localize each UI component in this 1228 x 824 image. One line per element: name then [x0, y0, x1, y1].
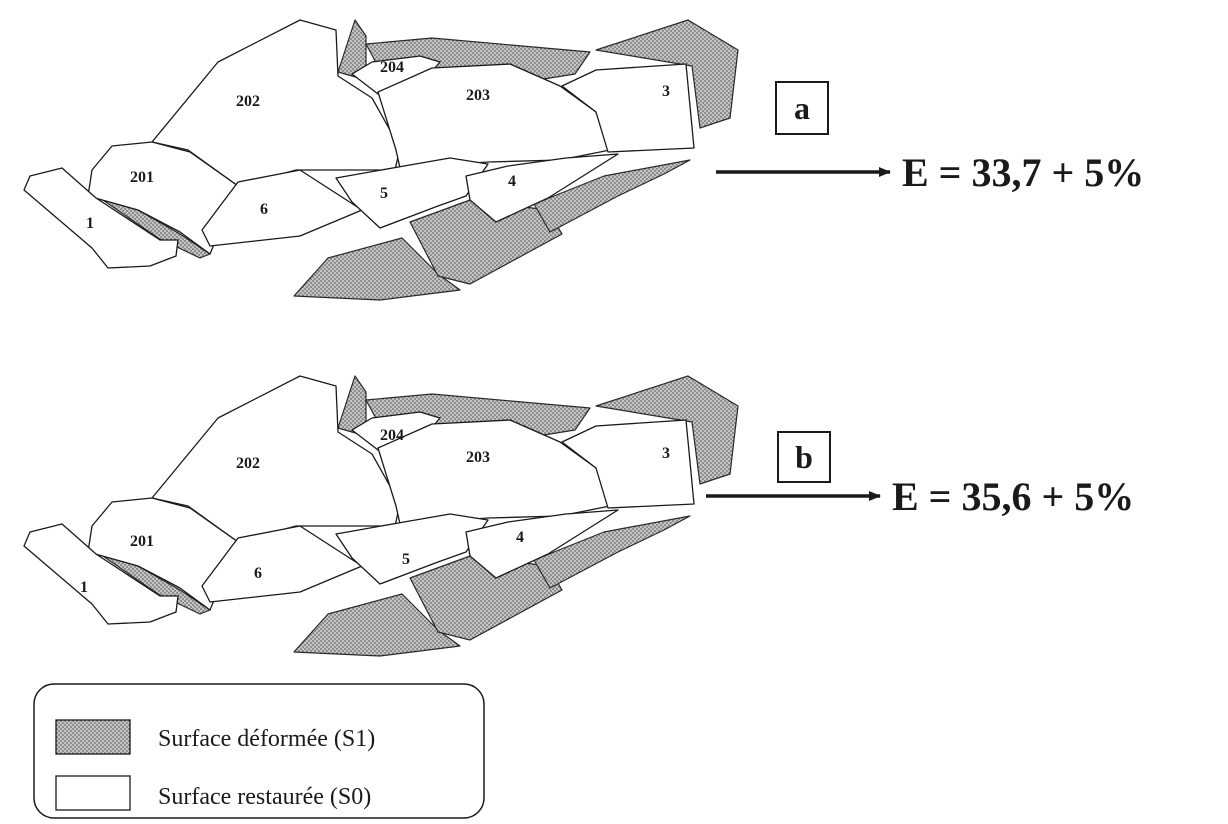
panel-b-label-box — [777, 431, 831, 483]
panel-b-letter: b — [795, 439, 813, 475]
legend-swatch-deformed — [55, 719, 131, 755]
legend: Surface déformée (S1) Surface restaurée … — [33, 683, 485, 819]
panel-b-result: E = 35,6 + 5% — [892, 474, 1134, 519]
panel-a-label-204: 204 — [380, 59, 404, 76]
panel-b-label-204: 204 — [380, 427, 404, 444]
panel-b-label-1: 1 — [80, 579, 88, 596]
panel-b-label-5: 5 — [402, 551, 410, 568]
panel-b: 202 204 203 3 201 1 6 5 4 b E = 35,6 + 5… — [23, 375, 1134, 657]
panel-b-label-202: 202 — [236, 455, 260, 472]
panel-a-label-1: 1 — [86, 215, 94, 232]
legend-swatch-restored — [55, 775, 131, 811]
panel-a-result: E = 33,7 + 5% — [902, 150, 1144, 195]
panel-b-blocks — [23, 375, 739, 657]
panel-b-label-203: 203 — [466, 449, 490, 466]
panel-a-label-5: 5 — [380, 185, 388, 202]
panel-a-label-202: 202 — [236, 93, 260, 110]
panel-a: 202 204 203 3 201 1 6 5 4 a E = 33,7 + 5… — [23, 19, 1144, 301]
panel-b-label-4: 4 — [516, 529, 524, 546]
panel-a-label-201: 201 — [130, 169, 154, 186]
panel-b-label-3: 3 — [662, 445, 670, 462]
panel-a-label-box — [775, 81, 829, 135]
panel-a-letter: a — [794, 90, 810, 126]
panel-a-label-3: 3 — [662, 83, 670, 100]
panel-b-label-6: 6 — [254, 565, 262, 582]
panel-b-label-201: 201 — [130, 533, 154, 550]
legend-label-restored: Surface restaurée (S0) — [158, 784, 371, 810]
panel-a-label-203: 203 — [466, 87, 490, 104]
panel-a-label-6: 6 — [260, 201, 268, 218]
panel-a-label-4: 4 — [508, 173, 516, 190]
legend-label-deformed: Surface déformée (S1) — [158, 726, 375, 752]
legend-frame — [33, 683, 485, 819]
